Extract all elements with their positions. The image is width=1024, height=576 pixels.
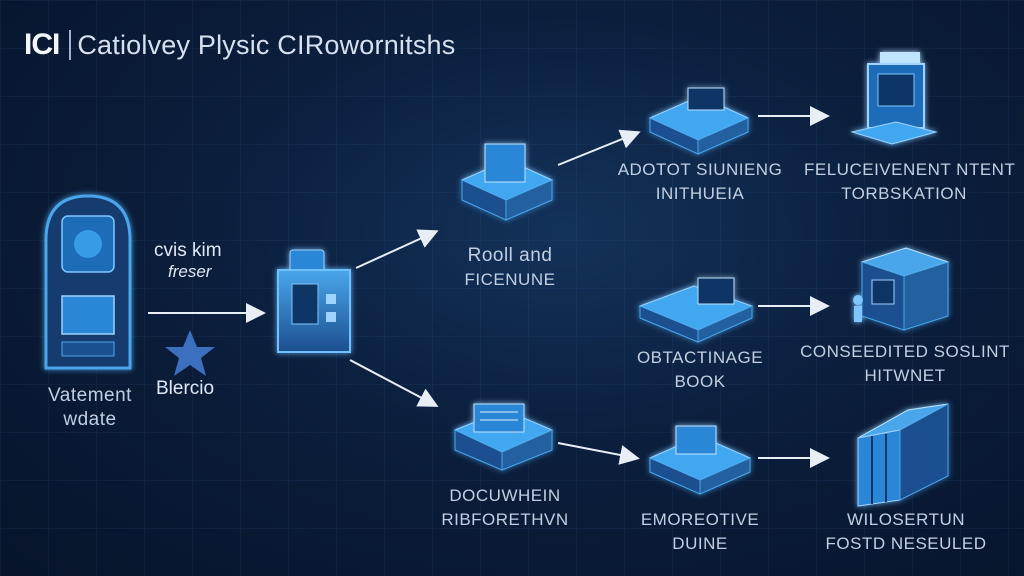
side-label-top: cvis kim freser: [154, 240, 222, 281]
scanning-device-icon: [648, 87, 750, 155]
branch-top-label: Rooll and FICENUNE: [464, 245, 556, 289]
imaging-device-icon: [638, 277, 754, 343]
source-label: Vatement wdate: [48, 385, 132, 430]
page-title: ICI Catiolvey Plysic CIRowornitshs: [24, 28, 455, 62]
side-label-bottom: Blercio: [156, 378, 215, 399]
document-device-icon: [453, 403, 554, 471]
title-text: Catiolvey Plysic CIRowornitshs: [77, 29, 456, 60]
server-cabinet-icon: [853, 247, 950, 331]
outcome-top-label: FELUCEIVENENT NTENT TORBSKATION: [804, 160, 1016, 203]
outcome-middle-label: CONSEEDITED SOSLINT HITWNET: [800, 342, 1010, 385]
step-middle-label: OBTACTINAGE BOOK: [636, 348, 764, 391]
arrow-hub-to-bottom: [349, 359, 439, 407]
hub-device-icon: [277, 249, 351, 353]
title-divider: [69, 30, 72, 60]
arrow-top-to-step: [557, 129, 641, 166]
workstation-icon: [850, 52, 938, 145]
star-icon: [165, 330, 215, 376]
outcome-bottom-label: WILOSERTUN FOSTD NESEULED: [825, 510, 987, 553]
emotive-device-icon: [648, 425, 752, 495]
arrow-bottom-to-step: [557, 442, 640, 465]
record-device-icon: [460, 143, 554, 221]
branch-bottom-label: DOCUWHEIN RIBFORETHVN: [441, 486, 569, 529]
step-top-label: ADOTOT SIUNIENG INITHUEIA: [617, 160, 783, 203]
source-device-icon: [44, 194, 132, 370]
step-bottom-label: EMOREOTIVE DUINE: [640, 510, 760, 553]
storage-rack-icon: [857, 403, 949, 507]
arrow-hub-to-top: [355, 229, 439, 269]
logo: ICI: [24, 28, 60, 61]
